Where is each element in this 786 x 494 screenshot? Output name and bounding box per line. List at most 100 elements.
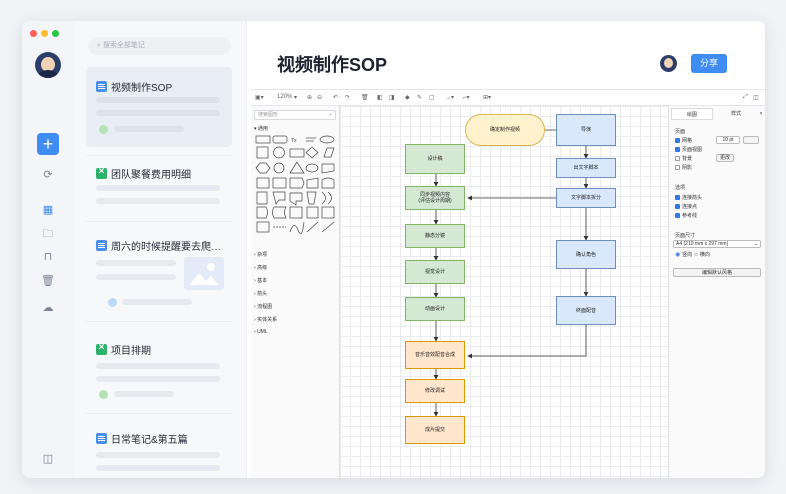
fullscreen-icon[interactable]: ⤢ <box>743 94 748 100</box>
note-item-saturday-reminder[interactable]: 周六的时候提醒要去爬… <box>86 236 232 316</box>
note-item-project-schedule[interactable]: 项目排期 <box>86 339 232 409</box>
search-icon: ⌕ <box>329 112 332 118</box>
zoom-in-icon[interactable]: ⊕ <box>307 95 313 101</box>
note-item-team-dinner[interactable]: 团队聚餐费用明细 <box>86 163 232 223</box>
flow-node-design-draft[interactable]: 设计稿 <box>405 144 465 174</box>
diagram-canvas[interactable]: 确定制作视频 导演 出文字脚本 文字脚本拆分 确认角色 终面配音 设计稿 同步视… <box>340 106 668 478</box>
trash-icon[interactable]: 🗑 <box>41 275 55 287</box>
minimize-window-button[interactable] <box>41 30 48 37</box>
page-view-checkbox[interactable]: 页面视图 <box>675 146 702 153</box>
flow-node-sync-content[interactable]: 同步视频内容 (评估设计周期) <box>405 186 465 210</box>
flow-node-visual-design[interactable]: 视觉设计 <box>405 260 465 284</box>
redo-icon[interactable]: ↷ <box>345 95 351 101</box>
paper-size-heading: 页面尺寸 <box>675 233 696 239</box>
app-window: + ⟳ ▦ 🗀 ⊓ 🗑 ☁ ◫ ⌕ 搜索全部笔记 视频制作SOP 团队聚餐费用明… <box>22 21 765 478</box>
shape-section-general[interactable]: ▾ 通用 <box>254 126 268 132</box>
shape-section-basic[interactable]: › 基本 <box>254 278 268 284</box>
orientation-radios[interactable]: ◉竖向○横向 <box>675 251 710 259</box>
shape-section-uml[interactable]: › UML <box>254 329 268 335</box>
tab-diagram[interactable]: 绘图 <box>671 108 713 120</box>
shadow-icon[interactable]: ▢ <box>429 95 435 101</box>
shape-section-arrows[interactable]: › 箭头 <box>254 291 268 297</box>
connection-style-icon[interactable]: →▾ <box>445 95 455 101</box>
cloud-icon[interactable]: ☁ <box>42 302 54 314</box>
edit-background-button[interactable]: 更改 <box>716 154 734 162</box>
note-title: 项目排期 <box>111 346 151 357</box>
flow-node-submit[interactable]: 成片提交 <box>405 416 465 444</box>
to-back-icon[interactable]: ◨ <box>389 95 395 101</box>
shape-section-entity-relation[interactable]: › 实体关系 <box>254 317 278 323</box>
share-button[interactable]: 分享 <box>691 54 727 73</box>
editor-toolbar: ▣▾ 120% ▾ ⊕ ⊖ ↶ ↷ 🗑 ◧ ◨ ◆ ✎ ▢ →▾ ⌐▾ ⊞▾ ⤢… <box>251 90 765 106</box>
flow-node-director[interactable]: 导演 <box>556 114 616 146</box>
flow-node-storyboard[interactable]: 静态分镜 <box>405 224 465 248</box>
insert-table-icon[interactable]: ⊞▾ <box>483 95 492 101</box>
radio-empty-icon: ○ <box>694 251 698 258</box>
flow-node-animation-design[interactable]: 动画设计 <box>405 297 465 321</box>
grid-checkbox[interactable]: 网格 <box>675 137 692 144</box>
flow-node-script-split[interactable]: 文字脚本拆分 <box>556 188 616 208</box>
edit-default-style-button[interactable]: 编辑默认风格 <box>673 268 761 277</box>
zoom-dropdown-icon[interactable]: ▾ <box>294 95 298 101</box>
flow-node-script[interactable]: 出文字脚本 <box>556 158 616 178</box>
guides-checkbox[interactable]: 参考线 <box>675 212 697 219</box>
waypoint-style-icon[interactable]: ⌐▾ <box>463 95 470 101</box>
delete-icon[interactable]: 🗑 <box>361 95 369 101</box>
spreadsheet-icon <box>96 166 107 179</box>
connection-arrows-checkbox[interactable]: 连接箭头 <box>675 194 702 201</box>
background-checkbox[interactable]: 背景 <box>675 155 692 162</box>
undo-icon[interactable]: ↶ <box>333 95 339 101</box>
zoom-select[interactable]: 120% <box>277 94 293 100</box>
shape-library-panel: 搜索图形⌕ ▾ 通用 Tx › 杂项 › 高级 › 基本 › <box>251 106 340 478</box>
collaborator-avatar[interactable] <box>660 55 677 72</box>
flow-node-confirm-roles[interactable]: 确认角色 <box>556 240 616 269</box>
general-shapes-grid[interactable]: Tx <box>254 134 336 238</box>
shape-section-flowchart[interactable]: › 流程图 <box>254 304 273 310</box>
bookmark-icon[interactable]: ⊓ <box>43 251 53 263</box>
sync-icon[interactable]: ⟳ <box>43 169 53 181</box>
diagram-editor: ▣▾ 120% ▾ ⊕ ⊖ ↶ ↷ 🗑 ◧ ◨ ◆ ✎ ▢ →▾ ⌐▾ ⊞▾ ⤢… <box>251 89 765 478</box>
line-color-icon[interactable]: ✎ <box>417 95 423 101</box>
note-item-daily-notes[interactable]: 日常笔记&第五篇 <box>86 428 232 478</box>
sidebar-toggle-icon[interactable]: ◫ <box>42 453 54 465</box>
grid-size-input[interactable]: 10 pt <box>716 136 740 144</box>
doc-icon <box>96 240 107 251</box>
flow-node-start[interactable]: 确定制作视频 <box>465 114 545 146</box>
grid-apps-icon[interactable]: ▦ <box>42 204 54 216</box>
folder-icon[interactable]: 🗀 <box>42 228 54 240</box>
search-icon: ⌕ <box>97 42 103 49</box>
page-title: 视频制作SOP <box>277 55 388 75</box>
shape-search-input[interactable]: 搜索图形⌕ <box>254 110 336 120</box>
left-rail: + ⟳ ▦ 🗀 ⊓ 🗑 ☁ ◫ <box>22 21 74 478</box>
maximize-window-button[interactable] <box>52 30 59 37</box>
format-panel-icon[interactable]: ◫ <box>753 95 759 101</box>
paper-size-select[interactable]: A4 (210 mm x 297 mm)⌄ <box>673 240 761 248</box>
shadow-checkbox[interactable]: 阴影 <box>675 164 692 171</box>
chevron-down-icon: ⌄ <box>753 241 758 247</box>
close-window-button[interactable] <box>30 30 37 37</box>
options-heading: 选项 <box>675 185 686 191</box>
tab-style[interactable]: 样式 <box>730 111 741 117</box>
flow-node-revise[interactable]: 修改调试 <box>405 379 465 403</box>
close-panel-icon[interactable]: × <box>759 111 763 117</box>
note-item-video-sop[interactable]: 视频制作SOP <box>86 67 232 147</box>
flowchart-connectors <box>433 127 589 417</box>
note-title: 团队聚餐费用明细 <box>111 170 191 181</box>
new-note-button[interactable]: + <box>37 133 59 155</box>
zoom-out-icon[interactable]: ⊖ <box>317 95 323 101</box>
shape-section-misc[interactable]: › 杂项 <box>254 252 268 258</box>
grid-color-swatch[interactable] <box>743 136 759 144</box>
to-front-icon[interactable]: ◧ <box>377 95 383 101</box>
document-view: 视频制作SOP 分享 ▣▾ 120% ▾ ⊕ ⊖ ↶ ↷ 🗑 ◧ ◨ ◆ ✎ ▢… <box>247 21 765 478</box>
connection-points-checkbox[interactable]: 连接点 <box>675 203 697 210</box>
flow-node-audio-mix[interactable]: 音乐音效配音合成 <box>405 341 465 369</box>
doc-icon <box>96 433 107 444</box>
doc-icon <box>96 81 107 92</box>
notes-search-input[interactable]: ⌕ 搜索全部笔记 <box>88 37 231 55</box>
fill-color-icon[interactable]: ◆ <box>405 95 410 101</box>
notes-list: ⌕ 搜索全部笔记 视频制作SOP 团队聚餐费用明细 周六的时候提醒要去爬… <box>74 21 247 478</box>
user-avatar[interactable] <box>35 52 61 78</box>
flow-node-final-dubbing[interactable]: 终面配音 <box>556 296 616 325</box>
view-menu-icon[interactable]: ▣▾ <box>255 95 264 101</box>
shape-section-advanced[interactable]: › 高级 <box>254 265 268 271</box>
